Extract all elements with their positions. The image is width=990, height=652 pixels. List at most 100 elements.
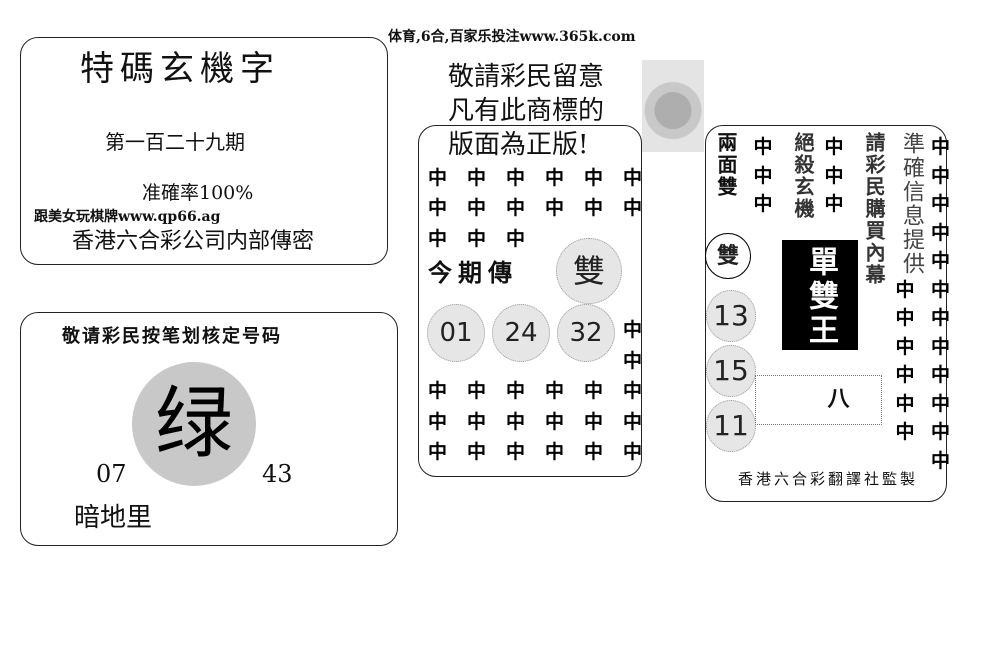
- issue-number: 第一百二十九期: [105, 130, 245, 154]
- grid-char: 中: [545, 410, 565, 433]
- grid-char: 中: [753, 164, 773, 187]
- grid-char: 中: [506, 441, 526, 463]
- grid-char: 中: [931, 278, 951, 301]
- number-circle: 13: [706, 290, 756, 342]
- number: 15: [713, 354, 749, 387]
- box-color-panel: [20, 312, 398, 546]
- grid-char: 中: [428, 197, 448, 219]
- parity-circle: 雙: [556, 238, 622, 304]
- number: 11: [713, 409, 749, 442]
- grid-char: 中: [584, 441, 604, 463]
- number: 24: [504, 318, 538, 348]
- grid-char: 中: [824, 164, 844, 187]
- panel-title: 特碼玄機字: [80, 49, 280, 89]
- grid-char: 中: [584, 197, 604, 219]
- parity-circle: 雙: [705, 233, 751, 279]
- black-box: 單雙王: [782, 240, 858, 350]
- number: 13: [713, 299, 749, 332]
- parity-char: 雙: [716, 243, 739, 269]
- notice-line: 敬請彩民留意: [448, 62, 605, 92]
- grid-char: 中: [428, 410, 448, 433]
- grid-char: 中: [545, 197, 565, 219]
- color-char: 绿: [154, 379, 233, 469]
- number: 01: [439, 318, 473, 348]
- grid-char: 中: [931, 421, 951, 443]
- grid-char: 中: [931, 221, 951, 244]
- dotted-char: 八: [827, 386, 850, 413]
- grid-char: 中: [895, 392, 915, 415]
- grid-char: 中: [931, 136, 951, 158]
- header-ad: 体育,6合,百家乐投注www.365k.com: [388, 29, 636, 45]
- vertical-text: 請彩民購買內幕: [862, 132, 886, 286]
- grid-char: 中: [467, 166, 487, 189]
- grid-char: 中: [506, 410, 526, 433]
- grid-char: 中: [506, 166, 526, 189]
- grid-char: 中: [931, 164, 951, 187]
- panel-footer: 暗地里: [74, 503, 153, 533]
- grid-char: 中: [895, 421, 915, 443]
- vertical-text: 兩面雙: [714, 132, 738, 198]
- grid-char: 中: [623, 380, 643, 402]
- grid-char: 中: [467, 380, 487, 402]
- panel-heading: 敬请彩民按笔划核定号码: [62, 326, 282, 347]
- grid-char: 中: [753, 193, 773, 215]
- grid-char: 中: [895, 278, 915, 301]
- grid-char: 中: [931, 250, 951, 272]
- grid-char: 中: [824, 136, 844, 158]
- number-circle: 11: [706, 400, 756, 452]
- grid-char: 中: [623, 319, 643, 341]
- grid-char: 中: [623, 197, 643, 219]
- grid-char: 中: [545, 166, 565, 189]
- grid-char: 中: [824, 193, 844, 215]
- number-left: 07: [96, 460, 127, 488]
- label-current-issue: 今期傳: [428, 258, 518, 287]
- grid-char: 中: [623, 166, 643, 189]
- grid-char: 中: [895, 364, 915, 386]
- number-circle: 24: [492, 304, 550, 362]
- grid-char: 中: [584, 166, 604, 189]
- grid-char: 中: [506, 227, 526, 250]
- source-text: 香港六合彩公司内部傳密: [72, 229, 315, 254]
- grid-char: 中: [467, 227, 487, 250]
- right-footer: 香港六合彩翻譯社監製: [738, 470, 919, 488]
- grid-char: 中: [895, 307, 915, 329]
- grid-char: 中: [467, 410, 487, 433]
- grid-char: 中: [545, 441, 565, 463]
- dotted-box: 八: [755, 375, 882, 425]
- vertical-text: 絕殺玄機: [791, 132, 815, 220]
- notice-line: 版面為正版!: [448, 130, 589, 160]
- grid-char: 中: [545, 380, 565, 402]
- color-circle: 绿: [132, 362, 256, 486]
- parity-char: 雙: [572, 252, 605, 290]
- right-grid-panel: [705, 125, 947, 502]
- grid-char: 中: [428, 166, 448, 189]
- grid-char: 中: [623, 349, 643, 372]
- number-circle: 01: [427, 304, 485, 362]
- grid-char: 中: [931, 307, 951, 329]
- grid-char: 中: [623, 441, 643, 463]
- grid-char: 中: [506, 197, 526, 219]
- grid-char: 中: [931, 364, 951, 386]
- grid-char: 中: [931, 392, 951, 415]
- grid-char: 中: [428, 380, 448, 402]
- number-circle: 32: [557, 304, 615, 362]
- grid-char: 中: [584, 410, 604, 433]
- middle-grid-panel: [418, 125, 642, 477]
- box-title-panel: [20, 37, 388, 265]
- stamp-logo: [642, 60, 704, 152]
- grid-char: 中: [623, 410, 643, 433]
- black-box-text: 單雙王: [803, 246, 838, 348]
- vertical-text: 準確信息提供: [899, 132, 924, 276]
- notice-line: 凡有此商標的: [448, 96, 605, 126]
- number-right: 43: [262, 460, 293, 488]
- grid-char: 中: [931, 335, 951, 358]
- grid-char: 中: [428, 227, 448, 250]
- grid-char: 中: [467, 441, 487, 463]
- grid-char: 中: [428, 441, 448, 463]
- grid-char: 中: [931, 449, 951, 472]
- grid-char: 中: [931, 193, 951, 215]
- grid-char: 中: [506, 380, 526, 402]
- number-circle: 15: [706, 345, 756, 397]
- ad-link: 跟美女玩棋牌www.qp66.ag: [34, 209, 221, 225]
- grid-char: 中: [753, 136, 773, 158]
